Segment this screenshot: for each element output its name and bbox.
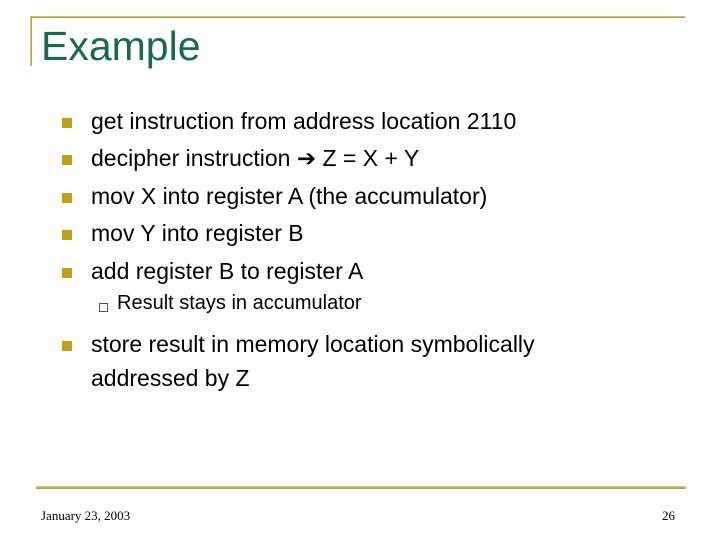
bullet-item: mov Y into register B — [62, 219, 622, 247]
sub-bullet-item: Result stays in accumulator — [99, 290, 599, 316]
bullet-square-icon — [62, 230, 72, 240]
bullet-item: add register B to register A — [62, 257, 622, 285]
bullet-item: mov X into register A (the accumulator) — [62, 182, 622, 210]
bullet-item: decipher instruction ➔ Z = X + Y — [62, 144, 622, 172]
bullet-square-icon — [62, 155, 72, 165]
bullet-square-icon — [62, 193, 72, 203]
bullet-text: add register B to register A — [91, 258, 364, 284]
bullet-text: get instruction from address location 21… — [91, 108, 517, 134]
bullet-item: get instruction from address location 21… — [62, 107, 622, 135]
hollow-square-bullet-icon — [99, 303, 108, 312]
bullet-text: store result in memory location symbolic… — [91, 331, 535, 391]
footer-accent-line — [36, 486, 686, 489]
slide-page-number: 26 — [662, 508, 675, 523]
title-accent-line — [30, 16, 32, 66]
bullet-text: mov Y into register B — [91, 220, 304, 246]
bullet-square-icon — [62, 268, 72, 278]
sub-bullet-text: Result stays in accumulator — [117, 292, 362, 314]
bullet-square-icon — [62, 341, 72, 351]
bullet-item: store result in memory location symbolic… — [62, 327, 607, 395]
slide-title: Example — [41, 23, 201, 69]
bullet-square-icon — [62, 118, 72, 128]
bullet-text: decipher instruction ➔ Z = X + Y — [91, 145, 420, 171]
bullet-text: mov X into register A (the accumulator) — [91, 183, 488, 209]
top-accent-line — [30, 16, 685, 18]
footer-date: January 23, 2003 — [41, 508, 131, 523]
